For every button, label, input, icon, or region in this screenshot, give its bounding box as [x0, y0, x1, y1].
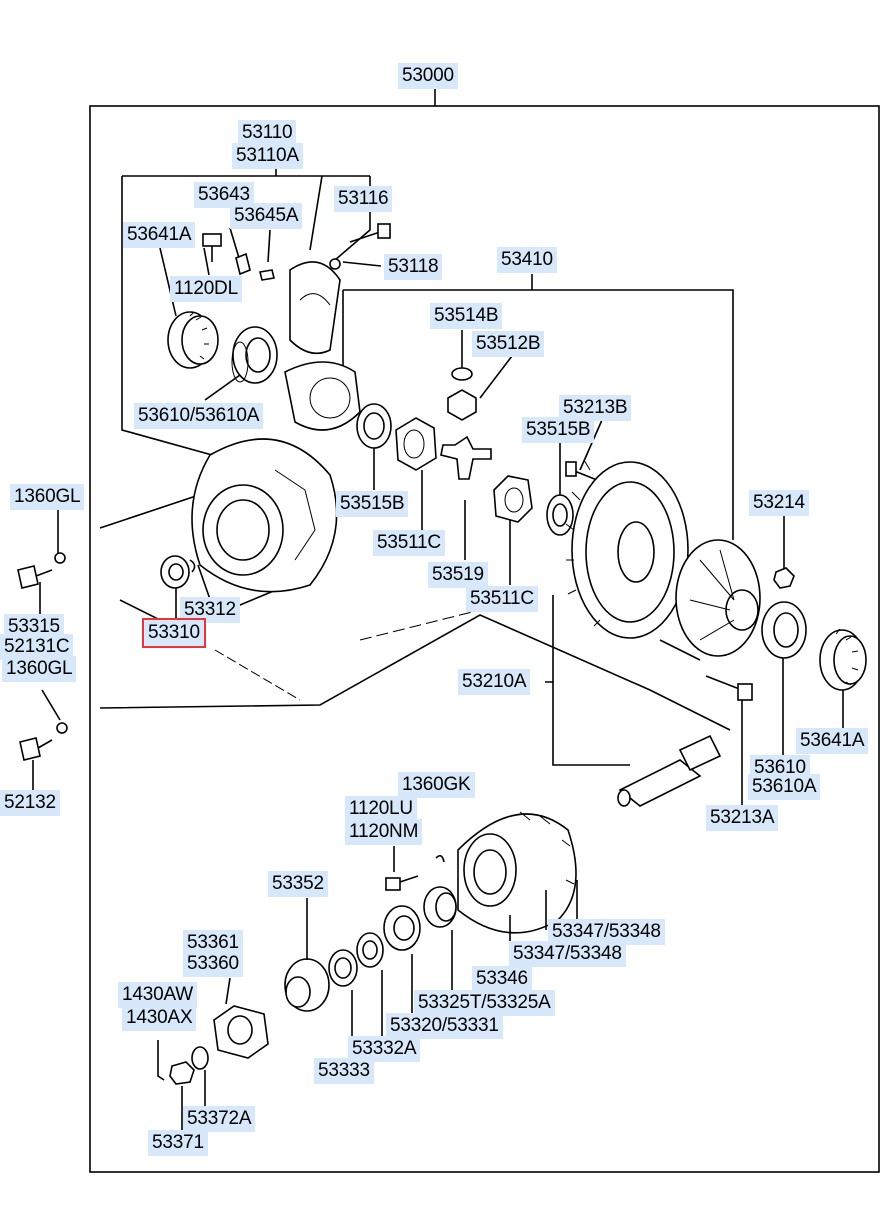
part-label-53118[interactable]: 53118 — [384, 254, 443, 280]
part-label-1120dl[interactable]: 1120DL — [170, 276, 242, 302]
part-label-1430ax[interactable]: 1430AX — [122, 1005, 197, 1031]
part-label-53332a[interactable]: 53332A — [348, 1036, 421, 1062]
part-label-53372a[interactable]: 53372A — [183, 1106, 256, 1132]
part-label-53347-53348-a[interactable]: 53347/53348 — [548, 919, 665, 945]
part-label-53213a[interactable]: 53213A — [706, 805, 779, 831]
part-label-53360[interactable]: 53360 — [183, 951, 243, 977]
part-label-53371[interactable]: 53371 — [148, 1130, 208, 1156]
part-label-53511c-left[interactable]: 53511C — [373, 530, 445, 556]
part-label-53347-53348-b[interactable]: 53347/53348 — [509, 941, 626, 967]
part-label-53515b-left[interactable]: 53515B — [336, 491, 409, 517]
part-label-1360gl-mid[interactable]: 1360GL — [2, 656, 77, 682]
part-label-53213b[interactable]: 53213B — [559, 395, 632, 421]
part-label-53610-pair[interactable]: 53610/53610A — [134, 403, 264, 429]
part-label-53641a-right[interactable]: 53641A — [796, 728, 869, 754]
part-label-53515b-right[interactable]: 53515B — [522, 417, 595, 443]
part-label-53346[interactable]: 53346 — [472, 966, 532, 992]
bracket-lines — [342, 274, 785, 585]
bolt-group-left — [17, 510, 68, 790]
part-label-53000[interactable]: 53000 — [398, 63, 458, 89]
part-label-53310-selected[interactable]: 53310 — [142, 618, 206, 648]
part-label-53312[interactable]: 53312 — [180, 597, 240, 623]
part-label-53519[interactable]: 53519 — [428, 562, 488, 588]
part-label-53511c-right[interactable]: 53511C — [466, 586, 538, 612]
part-label-53352[interactable]: 53352 — [268, 871, 328, 897]
part-label-53514b[interactable]: 53514B — [430, 303, 503, 329]
carrier-parts — [160, 223, 391, 618]
part-label-53214[interactable]: 53214 — [749, 490, 809, 516]
part-label-53110a[interactable]: 53110A — [232, 143, 303, 169]
part-label-1120lu[interactable]: 1120LU — [345, 796, 417, 822]
pinion-retainer-parts — [157, 811, 578, 1130]
part-label-53110[interactable]: 53110 — [238, 120, 297, 146]
part-label-1430aw[interactable]: 1430AW — [118, 982, 197, 1008]
part-label-53210a[interactable]: 53210A — [458, 669, 531, 695]
part-label-53410[interactable]: 53410 — [497, 247, 557, 273]
part-label-1360gk[interactable]: 1360GK — [398, 772, 475, 798]
part-label-53512b[interactable]: 53512B — [472, 331, 545, 357]
part-label-53116[interactable]: 53116 — [334, 186, 393, 212]
part-label-53610a[interactable]: 53610A — [748, 774, 821, 800]
part-label-1120nm[interactable]: 1120NM — [345, 819, 423, 845]
part-label-53645a[interactable]: 53645A — [230, 203, 303, 229]
part-label-53333[interactable]: 53333 — [314, 1058, 374, 1084]
assembly-frame — [89, 105, 880, 1173]
part-label-52131c[interactable]: 52131C — [0, 634, 74, 660]
bracket-lines — [121, 168, 382, 461]
part-label-53325t-53325a[interactable]: 53325T/53325A — [414, 990, 555, 1016]
differential-gears — [356, 367, 867, 807]
part-label-1360gl[interactable]: 1360GL — [10, 484, 85, 510]
part-label-53641a[interactable]: 53641A — [123, 222, 196, 248]
part-label-52132[interactable]: 52132 — [0, 790, 60, 816]
part-label-53320-53331[interactable]: 53320/53331 — [386, 1013, 503, 1039]
